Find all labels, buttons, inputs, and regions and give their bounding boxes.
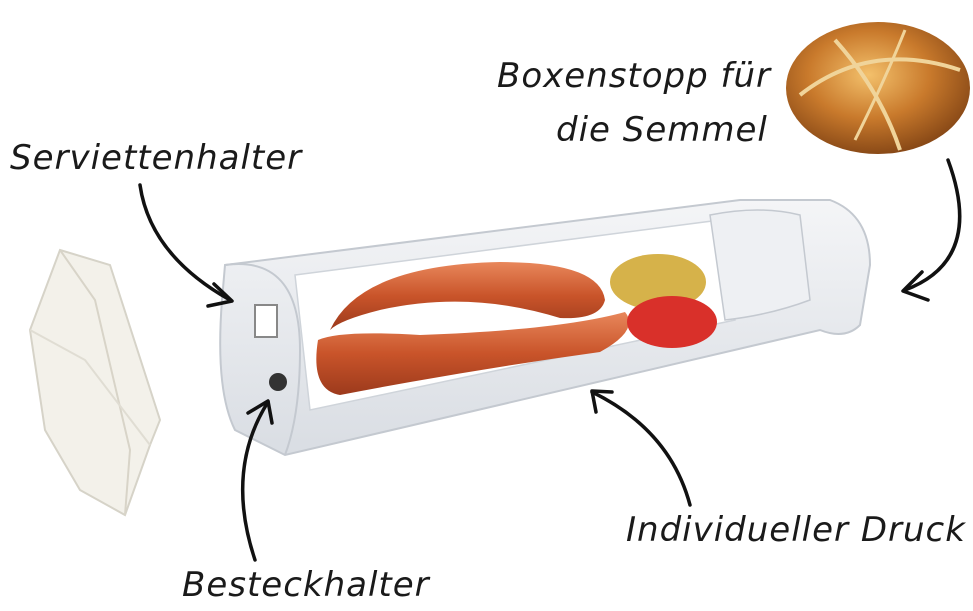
ketchup (627, 296, 717, 348)
bread-roll (786, 22, 970, 154)
cutlery-hole (269, 373, 287, 391)
napkin (30, 250, 160, 515)
arrow-napkin-holder (140, 185, 230, 300)
arrow-roll-stop (905, 160, 960, 290)
label-roll-stop-line1: Boxenstopp für (497, 56, 771, 96)
napkin-slot (255, 305, 277, 337)
label-roll-stop-line2: die Semmel (556, 110, 768, 150)
label-custom-print: Individueller Druck (626, 510, 966, 550)
arrow-custom-print (592, 392, 690, 505)
label-cutlery-holder: Besteckhalter (182, 565, 430, 605)
label-napkin-holder: Serviettenhalter (10, 138, 302, 178)
